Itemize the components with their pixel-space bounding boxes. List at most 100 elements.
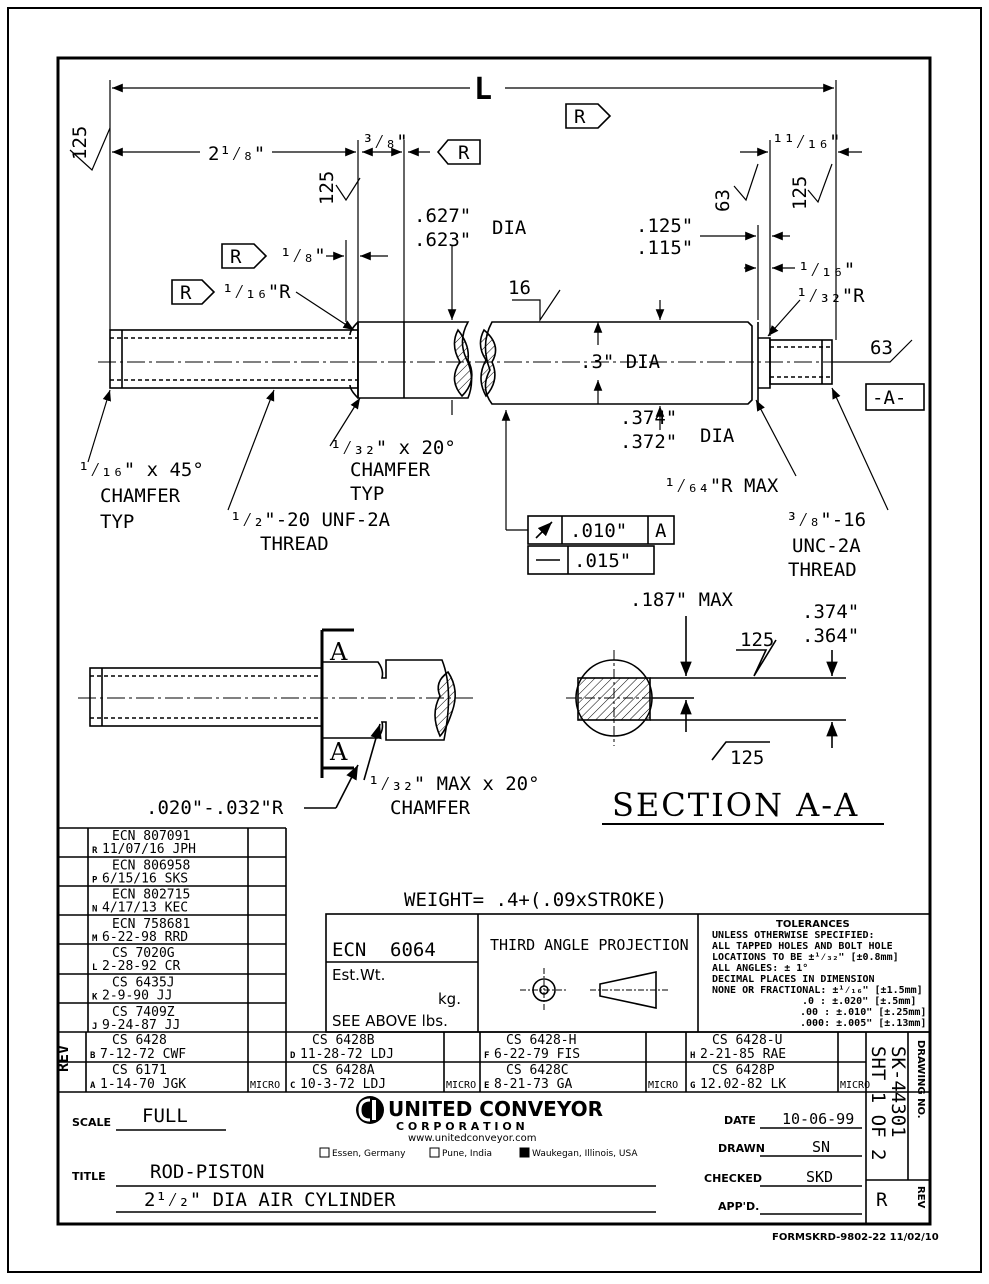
- sec-187: .187" MAX: [630, 589, 734, 611]
- revision-letter: P: [92, 875, 98, 885]
- note-thread2-2: UNC-2A: [792, 535, 861, 557]
- note-chamfer45-3: TYP: [100, 511, 134, 533]
- revision-letter: K: [92, 993, 98, 1003]
- dim-2-1-8: 2¹⁄₈": [208, 143, 265, 165]
- revision-ecn: CS 6428P: [712, 1063, 775, 1078]
- finish-16: 16: [508, 277, 531, 299]
- note-max-chamfer-2: CHAMFER: [390, 797, 471, 819]
- revision-letter: A: [90, 1081, 96, 1091]
- est-wt-label: Est.Wt.: [332, 966, 385, 984]
- sheet-number: SHT 1 OF 2: [867, 1046, 889, 1160]
- revision-letter: J: [92, 1022, 97, 1032]
- revision-ecn: ECN 802715: [112, 888, 190, 903]
- dim-L: L: [474, 72, 492, 107]
- ref-flags: [171, 103, 612, 305]
- main-view: [98, 321, 848, 405]
- revision-date: 6-22-98 RRD: [102, 930, 188, 945]
- company-corporation: C O R P O R A T I O N: [396, 1120, 525, 1133]
- tol-line-0: UNLESS OTHERWISE SPECIFIED:: [712, 930, 875, 941]
- title-line-1: ROD-PISTON: [150, 1161, 264, 1183]
- revision-ecn: CS 7020G: [112, 946, 175, 961]
- dim-627: .627": [414, 205, 471, 227]
- datum-box: [865, 383, 925, 411]
- note-thread2-3: THREAD: [788, 559, 857, 581]
- kg-label: kg.: [438, 990, 461, 1008]
- scale-label: SCALE: [72, 1116, 111, 1129]
- drawn-label: DRAWN: [718, 1142, 765, 1155]
- note-chamfer20-3: TYP: [350, 483, 384, 505]
- weight-formula: WEIGHT= .4+(.09xSTROKE): [404, 889, 667, 911]
- finish-63-b: 63: [870, 337, 893, 359]
- note-chamfer20-1: ¹⁄₃₂" x 20°: [330, 437, 456, 459]
- company-name: UNITED CONVEYOR: [388, 1097, 603, 1121]
- dim-11-16: ¹¹⁄₁₆": [772, 131, 841, 153]
- dim-1-8: ¹⁄₈": [280, 245, 326, 267]
- dim-dia-2: DIA: [700, 425, 735, 447]
- gdt-straight-value: .015": [574, 550, 631, 572]
- detail-view: [78, 628, 476, 809]
- revision-ecn: CS 6428-H: [506, 1033, 576, 1048]
- rev-label: REV: [54, 1045, 72, 1072]
- tol-line-6: .0 : ±.020" [±.5mm]: [802, 996, 916, 1007]
- sec-finish-125-b: 125: [730, 747, 764, 769]
- revision-date: 10-3-72 LDJ: [300, 1077, 386, 1092]
- dim-dia-1: DIA: [492, 217, 527, 239]
- note-thread1-2: THREAD: [260, 533, 329, 555]
- revision-letter: M: [92, 934, 98, 944]
- revision-date: 7-12-72 CWF: [100, 1047, 186, 1062]
- micro-2: MICRO: [446, 1080, 476, 1091]
- tol-line-4: DECIMAL PLACES IN DIMENSION: [712, 974, 875, 985]
- revision-ecn: ECN 806958: [112, 858, 190, 873]
- tol-line-1: ALL TAPPED HOLES AND BOLT HOLE: [712, 941, 893, 952]
- revision-ecn: CS 6428: [112, 1033, 167, 1048]
- section-letter-bottom: A: [329, 738, 348, 766]
- note-radius: .020"-.032"R: [146, 797, 284, 819]
- date-label: DATE: [724, 1114, 756, 1127]
- revision-date: 2-9-90 JJ: [102, 989, 172, 1004]
- drawing-no: SK-44301: [887, 1046, 909, 1138]
- tol-title: TOLERANCES: [776, 919, 850, 930]
- revision-ecn: CS 6428B: [312, 1033, 375, 1048]
- revision-ecn: ECN 758681: [112, 917, 190, 932]
- company-logo: [356, 1096, 384, 1124]
- form-number: FORMSKRD-9802-22 11/02/10: [772, 1232, 939, 1243]
- revision-letter: C: [290, 1081, 295, 1091]
- section-letter-top: A: [329, 638, 348, 666]
- dim-1-32-r: ¹⁄₃₂"R: [796, 285, 865, 307]
- checked-label: CHECKED: [704, 1172, 762, 1185]
- company-website: www.unitedconveyor.com: [408, 1133, 536, 1144]
- revision-letter: F: [484, 1051, 489, 1061]
- note-chamfer45-2: CHAMFER: [100, 485, 181, 507]
- tol-line-7: .00 : ±.010" [±.25mm]: [800, 1007, 926, 1018]
- finish-125-c: 125: [789, 176, 811, 210]
- gdt-frames: [527, 515, 675, 575]
- finish-63-a: 63: [712, 189, 734, 212]
- date-value: 10-06-99: [782, 1110, 854, 1128]
- tol-line-2: LOCATIONS TO BE ±¹⁄₃₂" [±0.8mm]: [712, 952, 899, 963]
- dim-372: .372": [620, 431, 677, 453]
- ecn-value: 6064: [390, 939, 436, 961]
- gdt-runout-datum: A: [655, 520, 667, 542]
- note-max-chamfer-1: ¹⁄₃₂" MAX x 20°: [368, 773, 540, 795]
- revision-date: 6-22-79 FIS: [494, 1047, 580, 1062]
- revision-date: 2-28-92 CR: [102, 959, 180, 974]
- third-angle-projection: THIRD ANGLE PROJECTION: [490, 936, 689, 954]
- title-block-grid: [58, 827, 931, 1224]
- revision-date: 11-28-72 LDJ: [300, 1047, 394, 1062]
- revision-date: 9-24-87 JJ: [102, 1018, 180, 1033]
- revision-ecn: CS 6428C: [506, 1063, 569, 1078]
- ref-r-2: R: [458, 142, 470, 164]
- ref-r-3: R: [230, 246, 242, 268]
- finish-125-b: 125: [316, 171, 338, 205]
- revision-letter: N: [92, 905, 97, 915]
- dim-623: .623": [414, 229, 471, 251]
- revision-letter: R: [92, 846, 98, 856]
- revision-date: 6/15/16 SKS: [102, 871, 188, 886]
- title-line-2: 2¹⁄₂" DIA AIR CYLINDER: [144, 1189, 396, 1211]
- ecn-label: ECN: [332, 939, 366, 961]
- revision-date: 11/07/16 JPH: [102, 842, 196, 857]
- dimension-lines: [69, 80, 913, 531]
- revision-letter: G: [690, 1081, 695, 1091]
- gdt-runout-value: .010": [570, 520, 627, 542]
